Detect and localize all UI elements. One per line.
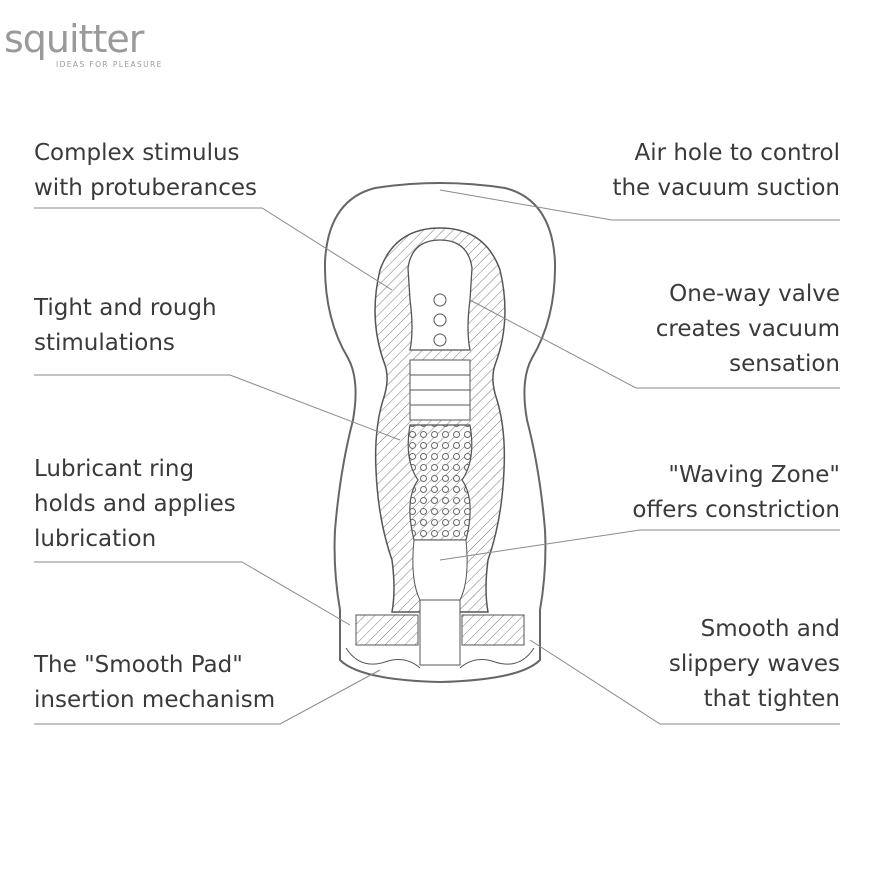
leader-smooth-pad	[34, 669, 381, 725]
lower-canal	[412, 539, 468, 601]
leader-waving	[439, 529, 840, 561]
label-tight: Tight and rough stimulations	[34, 295, 217, 356]
leader-air-hole	[439, 189, 840, 221]
waving-zone	[407, 424, 473, 541]
label-air-hole: Air hole to control the vacuum suction	[612, 140, 840, 201]
label-waving: "Waving Zone" offers constriction	[632, 462, 840, 523]
base-left-block	[355, 614, 419, 646]
leader-lines	[34, 189, 840, 725]
brand-name: squitter	[4, 17, 144, 61]
brand-tagline: IDEAS FOR PLEASURE	[56, 60, 163, 69]
label-lubricant: Lubricant ring holds and applies lubrica…	[34, 456, 236, 552]
leader-waves	[529, 639, 840, 725]
label-waves: Smooth and slippery waves that tighten	[668, 616, 840, 712]
leader-lubricant	[34, 561, 351, 626]
center-pad	[419, 599, 461, 666]
label-smooth-pad: The "Smooth Pad" insertion mechanism	[34, 652, 276, 713]
base-right-block	[461, 614, 525, 646]
outer-cup-outline	[323, 182, 557, 684]
leader-stimulus	[34, 207, 393, 291]
label-stimulus: Complex stimulus with protuberances	[34, 140, 257, 201]
brand-logo: squitter IDEAS FOR PLEASURE	[4, 18, 179, 70]
leader-tight	[34, 374, 401, 441]
label-valve: One-way valve creates vacuum sensation	[655, 281, 840, 377]
leader-valve	[469, 299, 840, 389]
